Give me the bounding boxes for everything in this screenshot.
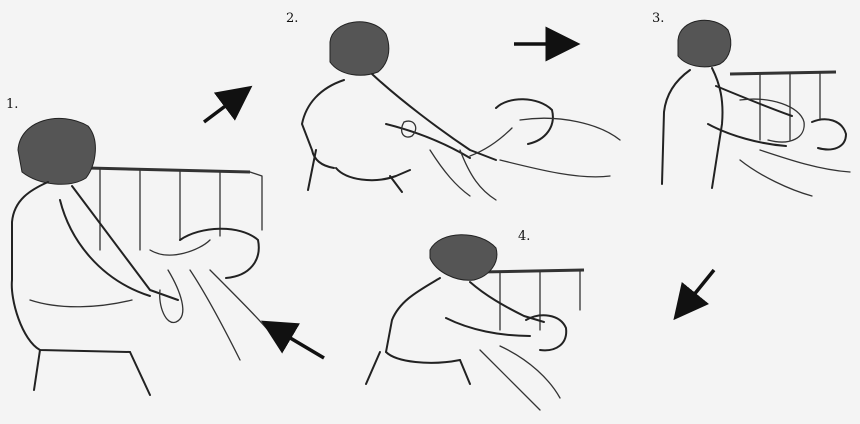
step-4-illustration: 4. — [366, 229, 584, 410]
nurse-holding-patient-arms-icon — [12, 118, 280, 395]
nurse-supporting-patient-shoulders-icon — [662, 20, 850, 196]
step-4-number: 4. — [518, 229, 530, 244]
step-3-illustration: 3. — [652, 11, 850, 196]
step-1-number: 1. — [6, 97, 18, 112]
nurse-lifting-patient-shoulders-icon — [366, 235, 584, 410]
step-2-number: 2. — [286, 11, 298, 26]
step-2-illustration: 2. — [286, 11, 620, 200]
process-arrows — [204, 44, 714, 358]
nurse-pulling-patient-arm-icon — [302, 22, 620, 200]
arrow-up-right-icon — [204, 92, 244, 122]
step-1-illustration: 1. — [6, 97, 280, 395]
arrow-down-left-icon — [680, 270, 714, 312]
step-3-number: 3. — [652, 11, 664, 26]
